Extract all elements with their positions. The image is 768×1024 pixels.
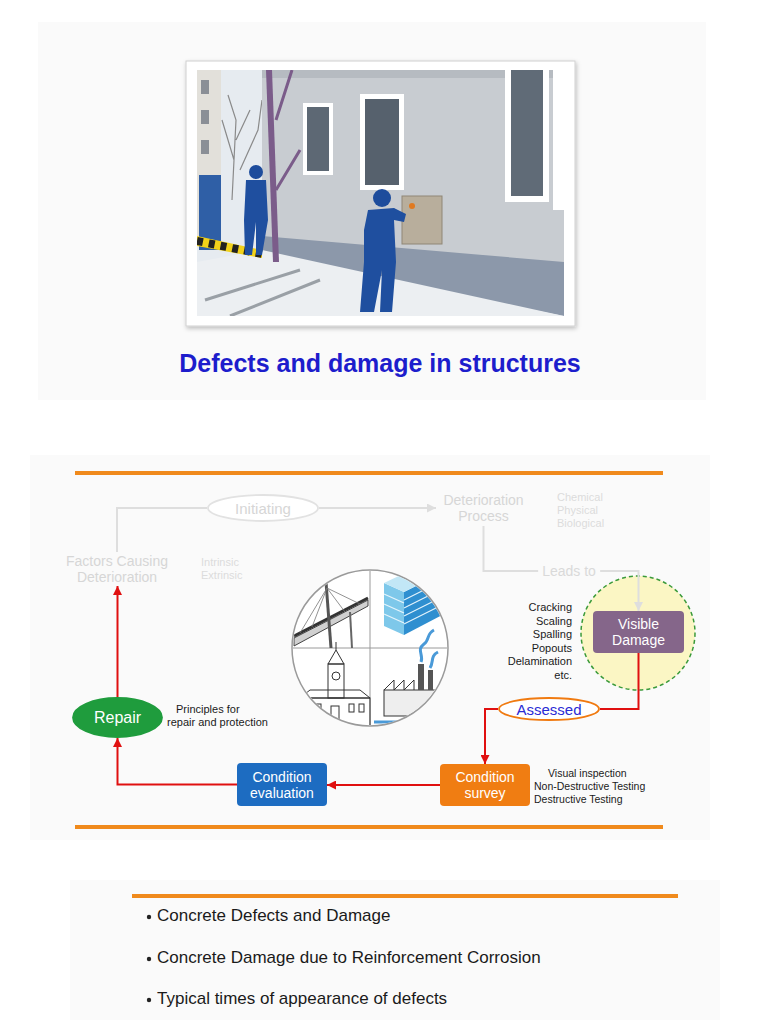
bullet-text: Concrete Defects and Damage	[157, 905, 390, 927]
connector-label: Leads to	[538, 563, 600, 579]
orange-rule	[75, 471, 663, 475]
orange-rule	[75, 825, 663, 829]
factor-node: Factors Causing Deterioration	[62, 552, 172, 586]
oval-shape	[208, 495, 318, 521]
node-label: Factors Causing Deterioration	[62, 553, 172, 585]
node-label: Visible Damage	[593, 616, 684, 648]
flow-connector	[484, 526, 639, 611]
repair-oval: Repair	[72, 697, 163, 738]
node-label: Deterioration Process	[436, 492, 531, 524]
panel-background	[70, 880, 720, 1020]
bullet-text: Typical times of appearance of defects	[157, 988, 447, 1010]
bullet-dot	[147, 957, 151, 961]
flow-connector	[118, 738, 238, 785]
process-types: Chemical Physical Biological	[557, 491, 604, 530]
site-photo	[197, 70, 564, 316]
process-node: Deterioration Process	[436, 490, 531, 526]
flow-connector	[117, 508, 207, 552]
flow-connector	[117, 586, 119, 697]
node-label: Condition evaluation	[237, 769, 327, 801]
node-label: Assessed	[516, 701, 581, 718]
oval-shape	[499, 698, 599, 720]
panel-background	[30, 455, 710, 840]
assessed-oval: Assessed	[498, 697, 600, 721]
node-label: Initiating	[235, 500, 291, 517]
structures-illustration	[292, 563, 448, 726]
node-label: Condition survey	[440, 769, 530, 801]
flow-connector	[485, 709, 498, 764]
flow-connector	[600, 653, 639, 709]
damage-types: Cracking Scaling Spalling Popouts Delami…	[508, 601, 572, 683]
evaluation-box: Condition evaluation	[237, 763, 327, 806]
bullet-dot	[147, 915, 151, 919]
node-label: Repair	[94, 709, 141, 727]
bullet-dot	[147, 998, 151, 1002]
panel-background	[38, 22, 706, 400]
factor-types: Intrinsic Extrinsic	[201, 556, 243, 582]
slide-title: Defects and damage in structures	[40, 349, 720, 378]
flow-connector	[319, 507, 436, 509]
damage-box: Visible Damage	[593, 611, 684, 653]
survey-box: Condition survey	[440, 764, 530, 806]
orange-rule	[132, 894, 678, 898]
survey-methods: Visual inspection Non-Destructive Testin…	[534, 767, 650, 806]
repair-note: Principles for repair and protection	[167, 703, 269, 729]
bullet-text: Concrete Damage due to Reinforcement Cor…	[157, 947, 541, 969]
photo-frame	[186, 61, 575, 326]
flow-connector	[327, 784, 440, 786]
initiating-oval: Initiating	[207, 494, 319, 522]
oval-shape	[73, 698, 162, 737]
